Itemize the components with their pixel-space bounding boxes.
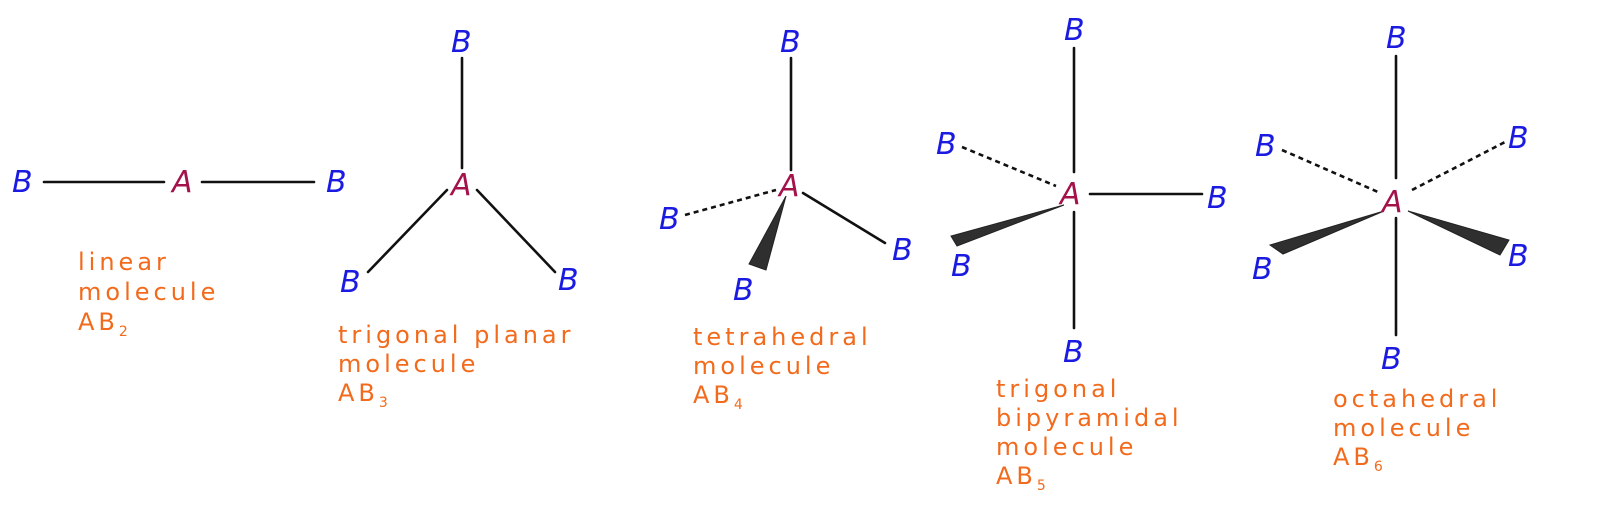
central-atom: A xyxy=(1058,177,1081,212)
molecule-formula: AB4 xyxy=(693,381,743,413)
molecule-name-line-2: molecule xyxy=(693,352,834,380)
ligand-atom-right: B xyxy=(326,165,347,200)
ligand-atom-bottom: B xyxy=(1063,335,1084,370)
molecule-formula: AB5 xyxy=(996,462,1046,494)
ligand-atom-front-right: B xyxy=(1508,239,1529,274)
trigonal-bipyramidal-molecule: A B B B B B trigonal bipyramidal molecul… xyxy=(936,13,1228,494)
central-atom: A xyxy=(170,165,193,200)
bond-front-left-wedge xyxy=(1268,210,1385,255)
molecule-name-line-3: molecule xyxy=(996,433,1137,461)
ligand-atom-lower-right: B xyxy=(558,263,579,298)
bond-front-right-wedge xyxy=(1407,210,1510,256)
ligand-atom-right: B xyxy=(892,233,913,268)
bond-front-wedge xyxy=(950,204,1065,247)
ligand-atom-front-left: B xyxy=(951,249,972,284)
central-atom: A xyxy=(449,168,472,203)
ligand-atom-right: B xyxy=(1207,181,1228,216)
ligand-atom-top: B xyxy=(451,25,472,60)
bond-back-dashed xyxy=(961,145,1057,188)
bond-back-dashed xyxy=(684,188,777,217)
bond-back-right-dashed xyxy=(1411,140,1506,192)
ligand-atom-lower-left: B xyxy=(340,265,361,300)
bond-right xyxy=(801,191,887,245)
ligand-atom-back-right: B xyxy=(1508,121,1529,156)
bond-lower-left xyxy=(366,188,449,274)
molecule-formula: AB6 xyxy=(1333,443,1383,475)
bond-back-left-dashed xyxy=(1281,148,1379,194)
bond-lower-right xyxy=(475,188,557,274)
ligand-atom-top: B xyxy=(780,25,801,60)
ligand-atom-left: B xyxy=(12,165,33,200)
ligand-atom-bottom: B xyxy=(1381,342,1402,377)
ligand-atom-back-left: B xyxy=(936,127,957,162)
molecule-name-line-1: trigonal xyxy=(996,375,1120,403)
molecule-name-line-2: molecule xyxy=(338,350,479,378)
ligand-atom-top: B xyxy=(1386,21,1407,56)
molecule-name-line-1: octahedral xyxy=(1333,385,1501,413)
trigonal-planar-molecule: A B B B trigonal planar molecule AB3 xyxy=(338,25,579,411)
ligand-atom-front-left: B xyxy=(1252,252,1273,287)
central-atom: A xyxy=(777,169,800,204)
ligand-atom-front: B xyxy=(733,273,754,308)
molecule-name-line-1: linear xyxy=(78,248,170,276)
molecule-name-line-2: molecule xyxy=(1333,414,1474,442)
molecule-name-line-1: trigonal planar xyxy=(338,321,574,349)
ligand-atom-back-left: B xyxy=(1255,129,1276,164)
ligand-atom-top: B xyxy=(1064,13,1085,48)
molecule-name-line-2: bipyramidal xyxy=(996,404,1183,432)
molecule-formula: AB2 xyxy=(78,308,128,340)
molecule-name-line-1: tetrahedral xyxy=(693,323,872,351)
octahedral-molecule: A B B B B B B octahedral molecule AB6 xyxy=(1252,21,1529,475)
ligand-atom-left: B xyxy=(659,202,680,237)
molecule-name-line-2: molecule xyxy=(78,278,219,306)
central-atom: A xyxy=(1380,185,1403,220)
tetrahedral-molecule: A B B B B tetrahedral molecule AB4 xyxy=(659,25,913,413)
molecule-formula: AB3 xyxy=(338,379,388,411)
bond-front-wedge xyxy=(748,195,787,271)
linear-molecule: A B B linear molecule AB2 xyxy=(12,165,347,340)
